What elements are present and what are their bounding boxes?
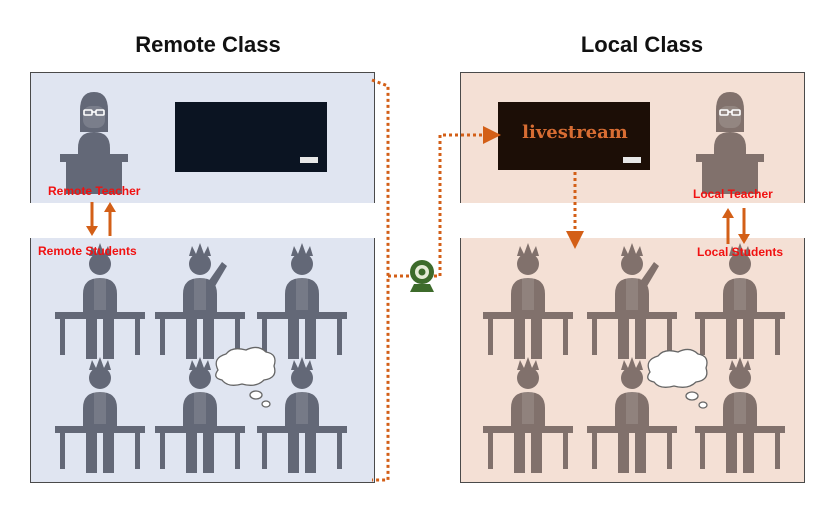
local-students-label: Local Students bbox=[697, 245, 784, 259]
local-teacher-icon bbox=[695, 91, 765, 195]
local-student-icon bbox=[483, 357, 573, 473]
local-class-title: Local Class bbox=[580, 32, 704, 57]
remote-interaction-arrows bbox=[86, 202, 116, 236]
livestream-path bbox=[371, 78, 584, 482]
livestream-screen-icon bbox=[498, 102, 650, 170]
local-student-icon bbox=[695, 243, 785, 359]
remote-teacher-icon bbox=[59, 91, 129, 195]
remote-student-icon bbox=[55, 357, 145, 473]
local-raised-hand-icon bbox=[587, 243, 677, 359]
webcam-icon bbox=[410, 260, 434, 292]
local-interaction-arrows bbox=[722, 208, 750, 244]
remote-thought-bubble-icon bbox=[215, 346, 276, 408]
remote-students-label: Remote Students bbox=[38, 244, 137, 258]
remote-class-title: Remote Class bbox=[135, 32, 281, 57]
remote-teacher-label: Remote Teacher bbox=[48, 184, 141, 198]
livestream-screen-text: livestream bbox=[522, 122, 628, 143]
local-student-icon bbox=[695, 357, 785, 473]
raised-hand-icon bbox=[155, 243, 245, 359]
remote-blackboard-icon bbox=[175, 102, 327, 172]
local-student-icon bbox=[483, 243, 573, 359]
local-teacher-label: Local Teacher bbox=[693, 187, 773, 201]
local-thought-bubble-icon bbox=[647, 348, 708, 409]
remote-student-icon bbox=[257, 243, 347, 359]
remote-student-icon bbox=[55, 243, 145, 359]
